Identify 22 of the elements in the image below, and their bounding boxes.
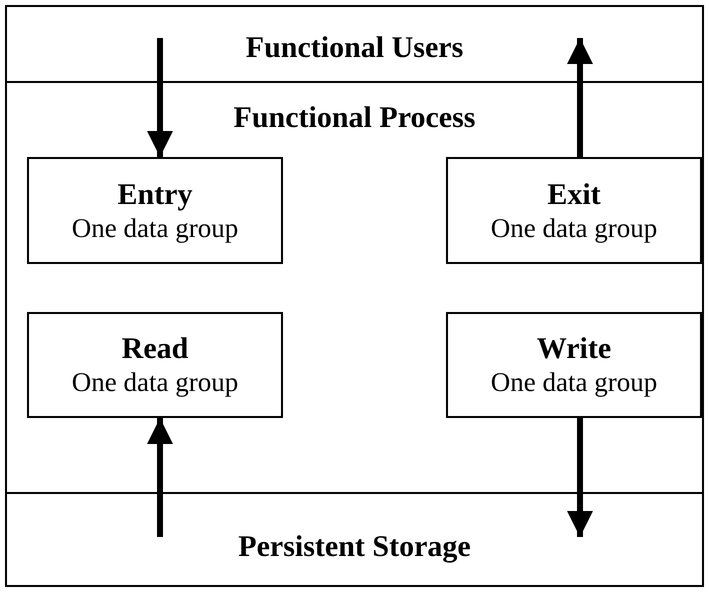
box-heading: Write — [536, 332, 612, 366]
band-title: Functional Users — [246, 31, 464, 65]
box-text: One data group — [72, 366, 238, 398]
process-box — [27, 157, 283, 264]
box-heading: Read — [122, 332, 188, 366]
band-title: Functional Process — [234, 101, 476, 135]
box-heading: Exit — [547, 178, 601, 212]
band-region — [5, 5, 704, 83]
box-text: One data group — [72, 212, 238, 244]
arrow — [567, 38, 593, 157]
process-box — [446, 157, 702, 264]
process-box — [446, 312, 702, 418]
box-heading: Entry — [118, 178, 192, 212]
arrow — [567, 418, 593, 537]
arrow — [147, 38, 173, 157]
band-region — [5, 492, 704, 587]
band-region — [5, 81, 704, 494]
arrow — [147, 418, 173, 537]
box-text: One data group — [490, 366, 658, 398]
process-box — [27, 312, 283, 418]
band-title: Persistent Storage — [238, 530, 471, 564]
box-text: One data group — [490, 212, 658, 244]
